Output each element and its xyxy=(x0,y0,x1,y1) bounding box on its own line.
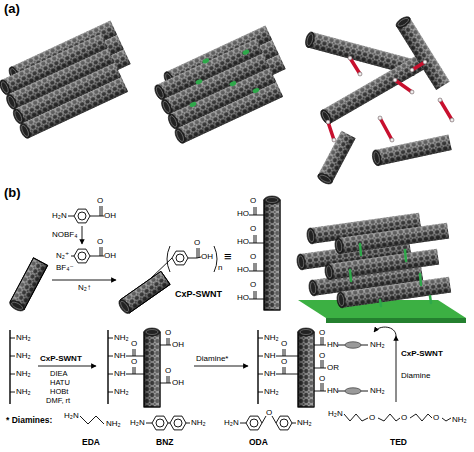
atom-label: O xyxy=(250,253,256,261)
atom-label: O xyxy=(319,352,325,360)
atom-label: NH₂ xyxy=(264,334,279,342)
atom-label: O xyxy=(97,197,103,205)
atom-label: NH₂ xyxy=(114,334,129,342)
compound-name: ODA xyxy=(249,438,268,447)
atom-label: NH xyxy=(264,370,276,378)
reagent-label: Diamine xyxy=(401,372,430,380)
atom-label: O xyxy=(250,197,256,205)
atom-label: OH xyxy=(104,212,116,220)
atom-label: NH₂ xyxy=(106,420,121,428)
atom-label: NH₂ xyxy=(114,388,129,396)
atom-label: O xyxy=(319,329,325,337)
atom-label: O xyxy=(131,340,137,348)
atom-label: O xyxy=(165,367,171,375)
atom-label: O xyxy=(433,414,439,422)
reagent-label: N₂↑ xyxy=(78,284,91,292)
panel-label: (b) xyxy=(4,186,21,199)
compound-name: EDA xyxy=(82,438,100,447)
atom-label: NH₂ xyxy=(191,419,206,427)
atom-label: OH xyxy=(104,252,116,260)
coupling-scheme xyxy=(10,327,396,407)
atom-label: HO xyxy=(237,294,249,302)
atom-label: NH₂ xyxy=(297,419,312,427)
atom-label: O xyxy=(250,225,256,233)
atom-label: O xyxy=(281,358,287,366)
reagent-label: NOBF₄ xyxy=(52,231,78,239)
panel-label: (a) xyxy=(4,2,20,15)
atom-label: OR xyxy=(327,364,339,372)
atom-label: O xyxy=(369,414,375,422)
atom-label: NH₂ xyxy=(264,388,279,396)
atom-label: OH xyxy=(172,341,184,349)
reagent-label: CxP-SWNT xyxy=(401,350,443,358)
reagent-label: Diamine* xyxy=(196,355,228,363)
atom-label: O xyxy=(319,375,325,383)
atom-label: NH xyxy=(114,352,126,360)
compound-name: TED xyxy=(390,438,407,447)
reagent-label: DMF, rt xyxy=(46,397,70,405)
compound-name: BNZ xyxy=(156,438,173,447)
swnt-bundle xyxy=(0,20,141,139)
reagent-label: HATU xyxy=(50,379,70,387)
reaction-scheme xyxy=(8,196,280,315)
diamine-structures xyxy=(80,414,451,430)
atom-label: H₂N xyxy=(52,212,67,220)
atom-label: NH₂ xyxy=(452,416,467,424)
atom-label: NH₂ xyxy=(370,387,385,395)
atom-label: H₂N xyxy=(130,419,145,427)
symbol-label: ≡ xyxy=(224,250,232,263)
atom-label: NH₂ xyxy=(370,341,385,349)
atom-label: OH xyxy=(201,253,213,261)
atom-label: H₂N xyxy=(64,412,79,420)
atom-label: HN xyxy=(327,341,339,349)
atom-label: BF₄⁻ xyxy=(56,264,74,272)
layered-film xyxy=(296,213,466,323)
atom-label: O xyxy=(194,239,200,247)
atom-label: O xyxy=(401,414,407,422)
atom-label: NH₂ xyxy=(16,352,31,360)
atom-label: N₂⁺ xyxy=(56,252,69,260)
atom-label: NH xyxy=(114,370,126,378)
atom-label: NH₂ xyxy=(16,388,31,396)
atom-label: NH₂ xyxy=(16,334,31,342)
functionalized-bundle xyxy=(149,25,295,144)
atom-label: O xyxy=(250,281,256,289)
atom-label: HO xyxy=(237,210,249,218)
atom-label: O xyxy=(165,329,171,337)
atom-label: H₂N xyxy=(328,410,343,418)
atom-label: H₂N xyxy=(224,419,239,427)
atom-label: OH xyxy=(172,379,184,387)
atom-label: HN xyxy=(327,387,339,395)
compound-name: CxP-SWNT xyxy=(175,290,222,299)
atom-label: O xyxy=(97,238,103,246)
atom-label: O xyxy=(266,409,272,417)
atom-label: HO xyxy=(237,238,249,246)
reagent-label: HOBt xyxy=(50,388,68,396)
reagent-label: * Diamines: xyxy=(6,416,52,425)
atom-label: O xyxy=(281,340,287,348)
atom-label: NH xyxy=(264,352,276,360)
linked-network xyxy=(304,15,454,186)
reagent-label: DIEA xyxy=(50,370,68,378)
reagent-label: CxP-SWNT xyxy=(40,355,82,363)
atom-label: NH₂ xyxy=(16,370,31,378)
atom-label: HO xyxy=(237,266,249,274)
symbol-label: n xyxy=(218,264,222,272)
atom-label: O xyxy=(131,358,137,366)
